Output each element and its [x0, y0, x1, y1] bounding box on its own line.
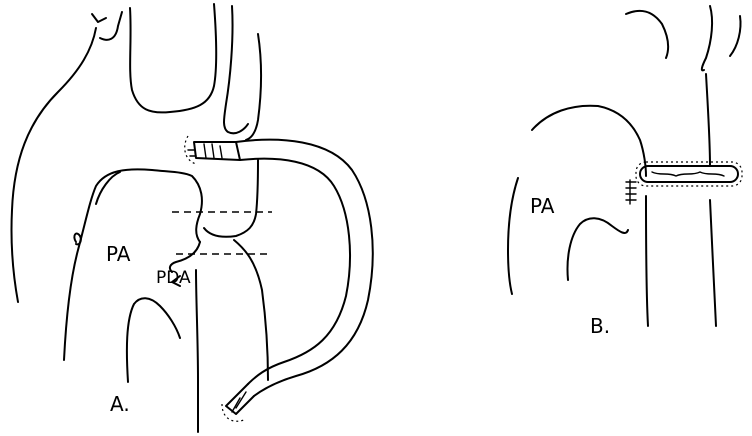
- label-pda: PDA: [156, 270, 191, 287]
- b-suture-marks: [626, 180, 636, 204]
- label-pa-right: PA: [530, 196, 554, 216]
- panel-a-drawing: [11, 4, 372, 432]
- graft-bottom-cuff-lines: [232, 392, 246, 412]
- b-descending-right: [706, 74, 716, 326]
- label-panel-a: A.: [110, 394, 130, 414]
- b-graft-tube-inner: [652, 172, 724, 176]
- graft-top-cuff: [194, 142, 240, 160]
- arch-inner-right: [224, 6, 248, 133]
- descending-aorta-left-wall: [204, 160, 258, 237]
- b-top-right-curve: [702, 6, 712, 70]
- arch-inner-left: [130, 4, 216, 112]
- top-tick: [92, 14, 106, 22]
- left-vessel-outline: [11, 28, 96, 302]
- b-descending-left: [646, 196, 648, 326]
- b-arch-outline: [532, 106, 646, 176]
- graft-top-cuff-lines: [204, 144, 222, 158]
- b-pa-outline: [508, 178, 518, 294]
- label-pa-left: PA: [106, 244, 130, 264]
- descending-aorta-right-wall: [234, 240, 268, 380]
- descending-aorta-left-lower: [196, 270, 198, 432]
- b-top-left-curve: [626, 11, 668, 58]
- pulmonary-trunk-outline: [64, 169, 202, 360]
- graft-tube-outer: [236, 140, 373, 396]
- label-panel-b: B.: [590, 316, 610, 336]
- pulmonary-branch-inner: [127, 298, 180, 382]
- panel-b-drawing: [508, 6, 742, 326]
- aortic-arch-outline: [100, 12, 122, 40]
- pulmonary-trunk-left-edge: [96, 172, 120, 204]
- b-pa-inner: [568, 218, 629, 280]
- b-top-far-right: [730, 16, 741, 56]
